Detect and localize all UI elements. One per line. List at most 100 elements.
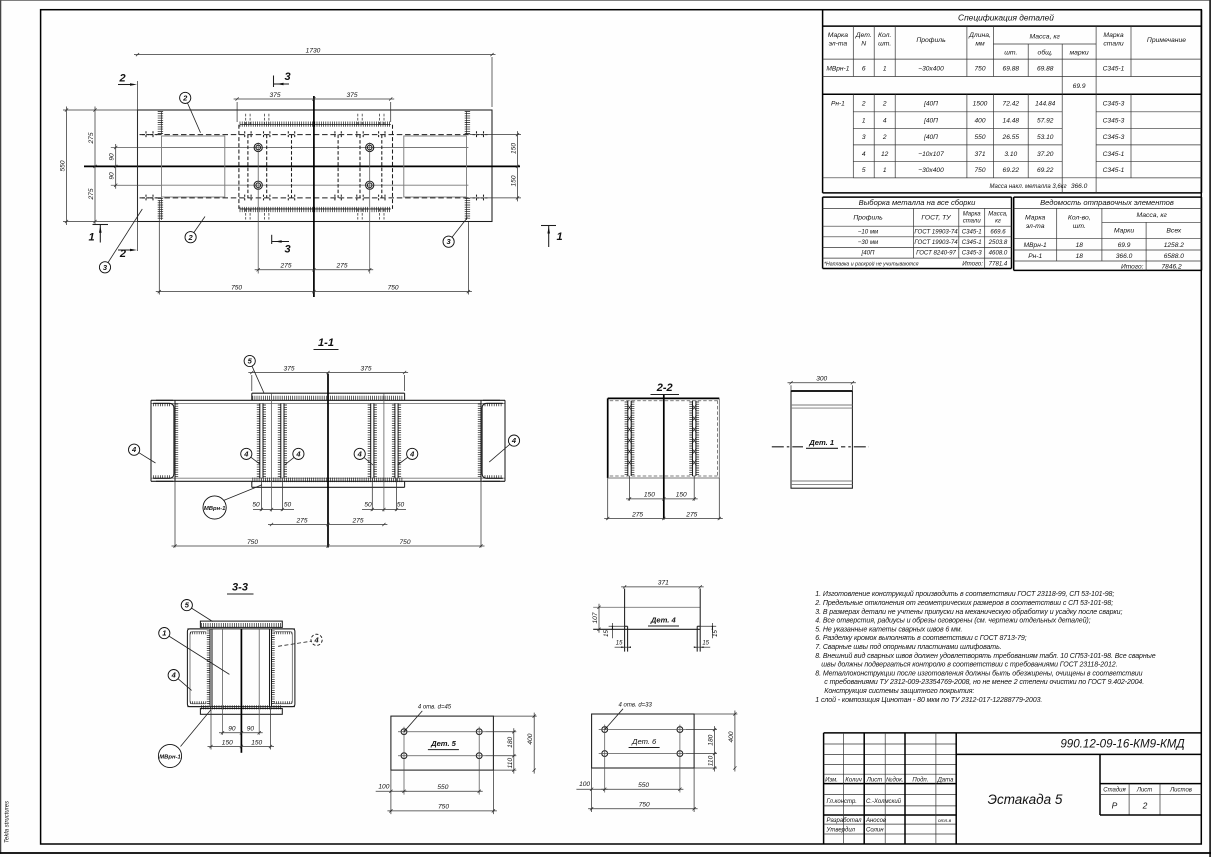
svg-text:3: 3 bbox=[447, 237, 452, 246]
svg-text:3.10: 3.10 bbox=[1004, 151, 1017, 158]
svg-text:ГОСТ, ТУ: ГОСТ, ТУ bbox=[921, 215, 951, 222]
svg-text:[40П: [40П bbox=[923, 118, 938, 125]
svg-text:4: 4 bbox=[243, 449, 249, 458]
svg-text:150: 150 bbox=[251, 739, 262, 746]
svg-text:Аносов: Аносов bbox=[865, 818, 886, 824]
svg-text:69.9: 69.9 bbox=[1073, 83, 1086, 90]
svg-text:Марка: Марка bbox=[963, 212, 982, 218]
svg-text:990.12-09-16-КМ9-КМД: 990.12-09-16-КМ9-КМД bbox=[1060, 738, 1184, 751]
svg-text:300: 300 bbox=[816, 376, 827, 383]
svg-text:5. Не указанные катеты сварных: 5. Не указанные катеты сварных швов 6 мм… bbox=[815, 626, 962, 633]
svg-text:Всех: Всех bbox=[1166, 228, 1181, 235]
svg-text:Кол-во,: Кол-во, bbox=[1068, 215, 1091, 222]
svg-text:275: 275 bbox=[631, 511, 643, 518]
svg-text:275: 275 bbox=[295, 517, 307, 524]
svg-text:С.-Холмский: С.-Холмский bbox=[866, 798, 902, 805]
svg-text:Листов: Листов bbox=[1169, 788, 1192, 794]
svg-text:4: 4 bbox=[131, 445, 137, 454]
svg-text:Дет. 4: Дет. 4 bbox=[650, 616, 677, 625]
svg-text:Марка: Марка bbox=[828, 32, 849, 39]
svg-text:110: 110 bbox=[507, 758, 514, 769]
svg-text:Марка: Марка bbox=[1103, 32, 1124, 39]
svg-text:3: 3 bbox=[862, 134, 866, 141]
svg-text:107: 107 bbox=[592, 612, 599, 623]
svg-text:С345-3: С345-3 bbox=[962, 249, 983, 256]
svg-text:100: 100 bbox=[378, 783, 389, 790]
svg-text:4: 4 bbox=[314, 635, 320, 644]
svg-text:ГОСТ 8240-97: ГОСТ 8240-97 bbox=[916, 249, 956, 256]
svg-text:12: 12 bbox=[881, 151, 889, 158]
svg-text:С345-3: С345-3 bbox=[1103, 134, 1125, 141]
svg-text:371: 371 bbox=[658, 580, 669, 587]
svg-text:Солин: Солин bbox=[866, 827, 884, 833]
svg-text:550: 550 bbox=[638, 782, 649, 789]
svg-text:150: 150 bbox=[511, 175, 518, 186]
svg-text:15: 15 bbox=[702, 641, 709, 647]
svg-text:Рн-1: Рн-1 bbox=[1028, 253, 1042, 260]
svg-text:6: 6 bbox=[862, 66, 866, 73]
svg-text:[40П: [40П bbox=[861, 249, 875, 256]
svg-text:стали: стали bbox=[1103, 41, 1124, 48]
svg-text:2503.8: 2503.8 bbox=[988, 239, 1008, 246]
svg-text:110: 110 bbox=[708, 755, 715, 766]
svg-text:375: 375 bbox=[360, 365, 371, 372]
svg-text:750: 750 bbox=[974, 66, 985, 73]
svg-text:750: 750 bbox=[231, 284, 242, 291]
svg-text:Масса, кг: Масса, кг bbox=[1029, 34, 1060, 41]
svg-text:7781.4: 7781.4 bbox=[989, 260, 1008, 267]
svg-text:Лист: Лист bbox=[1136, 788, 1152, 794]
svg-text:С345-3: С345-3 bbox=[1103, 118, 1125, 125]
svg-text:марки: марки bbox=[1069, 50, 1088, 57]
svg-text:26.55: 26.55 bbox=[1002, 134, 1020, 141]
svg-text:2: 2 bbox=[882, 101, 887, 108]
svg-text:15: 15 bbox=[713, 630, 719, 637]
svg-text:50: 50 bbox=[364, 502, 372, 509]
svg-text:366.0: 366.0 bbox=[1071, 183, 1088, 190]
svg-text:С345-1: С345-1 bbox=[1103, 167, 1125, 174]
svg-text:Марки: Марки bbox=[1114, 228, 1135, 235]
svg-text:150: 150 bbox=[676, 492, 687, 499]
svg-text:3. В размерах детали не учтены: 3. В размерах детали не учтены припуски … bbox=[815, 608, 1122, 616]
svg-text:275: 275 bbox=[335, 263, 347, 270]
svg-text:15: 15 bbox=[604, 630, 610, 637]
svg-text:750: 750 bbox=[639, 802, 650, 809]
svg-text:4: 4 bbox=[862, 151, 866, 158]
svg-text:Масса, кг: Масса, кг bbox=[1136, 212, 1167, 219]
svg-text:стали: стали bbox=[963, 219, 982, 225]
svg-text:Колич: Колич bbox=[845, 778, 862, 784]
svg-text:50: 50 bbox=[284, 502, 292, 509]
svg-text:50: 50 bbox=[252, 502, 260, 509]
svg-text:Дет. 6: Дет. 6 bbox=[631, 737, 657, 746]
svg-text:Разработал: Разработал bbox=[827, 818, 863, 824]
svg-text:750: 750 bbox=[247, 539, 258, 546]
svg-text:5: 5 bbox=[185, 601, 190, 610]
svg-text:шт.: шт. bbox=[1073, 223, 1086, 230]
svg-text:750: 750 bbox=[388, 284, 399, 291]
svg-text:[40П: [40П bbox=[923, 101, 938, 108]
svg-text:эл-та: эл-та bbox=[829, 41, 848, 48]
svg-text:−30х400: −30х400 bbox=[918, 66, 944, 73]
svg-text:Дата: Дата bbox=[937, 778, 954, 784]
svg-text:4608.0: 4608.0 bbox=[989, 249, 1008, 256]
svg-text:150: 150 bbox=[644, 492, 655, 499]
svg-text:275: 275 bbox=[351, 517, 363, 524]
svg-text:кг: кг bbox=[995, 219, 1001, 225]
svg-text:1: 1 bbox=[556, 231, 562, 243]
svg-text:1. Изготовление конструкций пр: 1. Изготовление конструкций производить … bbox=[815, 590, 1114, 598]
svg-text:1: 1 bbox=[883, 167, 887, 174]
svg-text:С345-1: С345-1 bbox=[962, 239, 982, 246]
svg-text:275: 275 bbox=[685, 511, 697, 518]
svg-text:2. Предельные отклонения от ге: 2. Предельные отклонения от геометрическ… bbox=[814, 599, 1113, 607]
svg-text:Дет. 5: Дет. 5 bbox=[430, 739, 457, 748]
svg-text:Конструкция системы защитного: Конструкция системы защитного покрытия: bbox=[824, 688, 974, 695]
svg-text:Примечание: Примечание bbox=[1147, 37, 1186, 44]
svg-text:14.48: 14.48 bbox=[1003, 118, 1020, 125]
svg-text:Изм.: Изм. bbox=[825, 778, 838, 784]
svg-text:ГОСТ 19903-74: ГОСТ 19903-74 bbox=[914, 228, 958, 235]
svg-text:3: 3 bbox=[103, 263, 108, 272]
svg-text:1258.2: 1258.2 bbox=[1164, 242, 1185, 249]
svg-text:общ.: общ. bbox=[1038, 49, 1053, 57]
svg-text:Кол.: Кол. bbox=[878, 32, 891, 39]
svg-text:69.9: 69.9 bbox=[1118, 242, 1131, 249]
svg-text:С345-1: С345-1 bbox=[1103, 66, 1125, 73]
